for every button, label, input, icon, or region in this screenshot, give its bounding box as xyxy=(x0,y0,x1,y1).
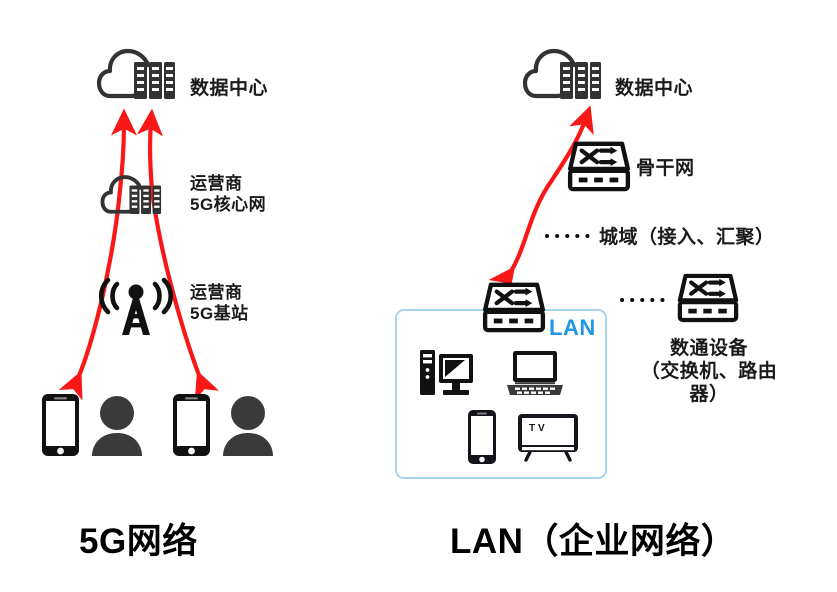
node-datacom-device xyxy=(677,272,739,323)
smartphone-icon xyxy=(42,394,79,456)
dotted-line-icon-datacom xyxy=(620,298,668,302)
label-backbone: 骨干网 xyxy=(636,158,695,179)
label-datacom-device: 数通设备 （交换机、路由器） xyxy=(640,338,778,406)
label-metro: 城域（接入、汇聚） xyxy=(599,227,775,248)
lan-device-laptop xyxy=(505,349,565,397)
label-data-center-5g: 数据中心 xyxy=(190,78,269,99)
lan-tag-label: LAN xyxy=(549,315,596,340)
svg-text:V: V xyxy=(538,423,545,434)
panel-title-5g: 5G网络 xyxy=(79,522,198,561)
panel-title-lan: LAN（企业网络） xyxy=(450,522,737,561)
lan-device-desktop xyxy=(419,348,475,398)
node-access-switch xyxy=(482,281,546,333)
pc-tower-icon xyxy=(420,350,435,395)
arrow-user-left-to-datacenter xyxy=(58,108,138,401)
cloud-server-icon xyxy=(522,48,601,99)
cloud-server-icon xyxy=(100,175,162,215)
node-data-center-5g xyxy=(96,38,176,108)
switch-icon xyxy=(677,273,739,323)
arrow-user-right-to-datacenter xyxy=(136,108,220,401)
cell-tower-icon xyxy=(98,277,174,335)
node-core-network xyxy=(100,167,162,221)
svg-text:T: T xyxy=(529,423,535,434)
node-base-station xyxy=(98,277,174,339)
person-icon xyxy=(92,396,142,456)
smartphone-icon xyxy=(468,410,496,464)
node-user-left xyxy=(38,392,168,458)
label-base-station: 运营商 5G基站 xyxy=(190,283,249,323)
cloud-server-icon xyxy=(96,48,175,99)
lan-device-phone xyxy=(466,409,498,465)
node-data-center-lan xyxy=(522,38,602,108)
laptop-icon xyxy=(507,351,563,395)
label-data-center-lan: 数据中心 xyxy=(615,78,694,99)
node-backbone-switch xyxy=(567,140,631,192)
dotted-line-icon-metro xyxy=(545,234,593,238)
arrow-lan-to-datacenter xyxy=(488,105,594,296)
switch-icon xyxy=(567,141,631,192)
switch-icon xyxy=(482,282,546,333)
monitor-icon xyxy=(439,354,473,395)
node-user-right xyxy=(169,392,299,458)
desktop-pc-icon xyxy=(420,350,473,395)
smartphone-icon xyxy=(173,394,210,456)
person-icon xyxy=(223,396,273,456)
label-core-network: 运营商 5G核心网 xyxy=(190,174,267,214)
